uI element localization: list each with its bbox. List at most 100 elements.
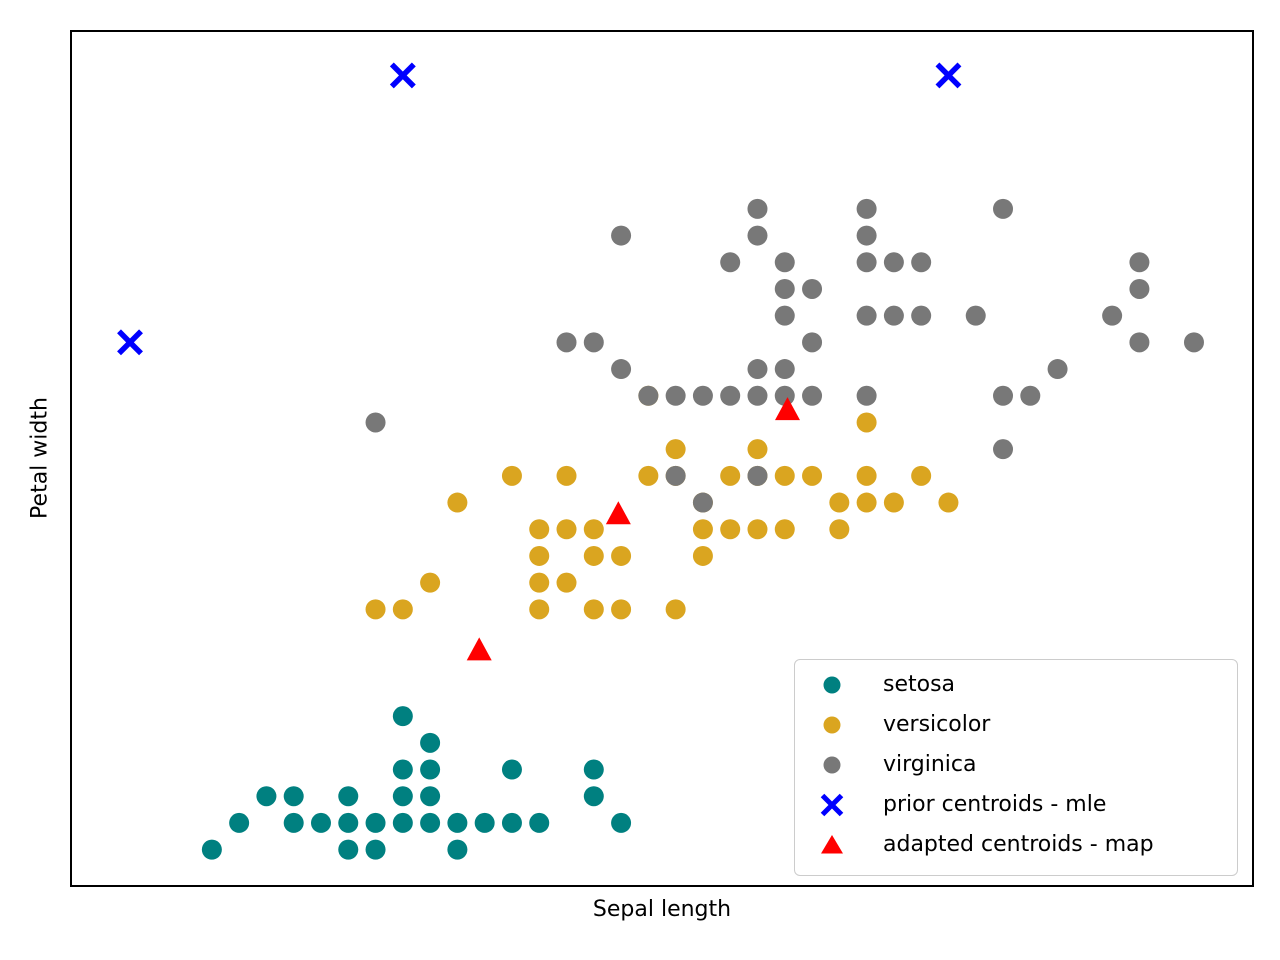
setosa-data-point — [611, 812, 632, 833]
setosa-data-point — [447, 812, 468, 833]
y-axis-label: Petal width — [27, 397, 53, 519]
setosa-data-point — [447, 839, 468, 860]
legend-item-virginica: virginica — [795, 745, 1237, 785]
versicolor-data-point — [583, 599, 604, 620]
virginica-data-point — [911, 252, 932, 273]
versicolor-data-point — [611, 599, 632, 620]
x-axis-label: Sepal length — [592, 897, 732, 922]
versicolor-data-point — [692, 545, 713, 566]
setosa-data-point — [338, 786, 359, 807]
legend-item-prior-centroids-mle: prior centroids - mle — [795, 785, 1237, 825]
setosa-data-point — [338, 812, 359, 833]
legend-marker — [820, 793, 844, 817]
legend-label: versicolor — [883, 712, 991, 737]
setosa-data-point — [201, 839, 222, 860]
legend-item-versicolor: versicolor — [795, 705, 1237, 745]
setosa-data-point — [529, 812, 550, 833]
virginica-data-point — [665, 465, 686, 486]
setosa-data-point — [420, 759, 441, 780]
versicolor-data-point — [556, 465, 577, 486]
legend: setosa versicolor virginica prior centroids… — [794, 659, 1238, 876]
versicolor-data-point — [802, 465, 823, 486]
virginica-data-point — [774, 252, 795, 273]
virginica-data-point — [856, 252, 877, 273]
legend-item-adapted-centroids-map: adapted centroids - map — [795, 825, 1237, 865]
versicolor-data-point — [829, 492, 850, 513]
virginica-data-point — [1102, 305, 1123, 326]
virginica-data-point — [692, 385, 713, 406]
adapted-centroid-marker — [774, 397, 800, 421]
versicolor-data-point — [883, 492, 904, 513]
virginica-data-point — [365, 412, 386, 433]
setosa-data-point — [229, 812, 250, 833]
legend-item-setosa: setosa — [795, 665, 1237, 705]
virginica-data-point — [556, 332, 577, 353]
adapted-centroid-marker — [605, 501, 631, 525]
virginica-data-point — [965, 305, 986, 326]
virginica-data-point — [1129, 278, 1150, 299]
versicolor-data-point — [774, 465, 795, 486]
versicolor-data-point — [638, 465, 659, 486]
virginica-data-point — [774, 385, 795, 406]
setosa-data-point — [583, 786, 604, 807]
setosa-data-point — [256, 786, 277, 807]
legend-label: setosa — [883, 672, 956, 697]
versicolor-data-point — [529, 599, 550, 620]
virginica-data-point — [720, 252, 741, 273]
setosa-data-point — [501, 759, 522, 780]
setosa-data-point — [365, 839, 386, 860]
virginica-data-point — [883, 305, 904, 326]
versicolor-data-point — [501, 465, 522, 486]
virginica-data-point — [774, 359, 795, 380]
legend-marker — [823, 756, 841, 774]
virginica-data-point — [747, 465, 768, 486]
versicolor-data-point — [747, 439, 768, 460]
virginica-data-point — [611, 225, 632, 246]
setosa-data-point — [310, 812, 331, 833]
versicolor-data-point — [829, 519, 850, 540]
virginica-data-point — [583, 332, 604, 353]
versicolor-data-point — [365, 599, 386, 620]
setosa-data-point — [501, 812, 522, 833]
versicolor-data-point — [665, 439, 686, 460]
setosa-data-point — [420, 812, 441, 833]
setosa-data-point — [392, 759, 413, 780]
versicolor-data-point — [665, 599, 686, 620]
virginica-data-point — [774, 278, 795, 299]
virginica-data-point — [665, 385, 686, 406]
virginica-data-point — [611, 359, 632, 380]
versicolor-data-point — [774, 519, 795, 540]
legend-marker — [823, 716, 841, 734]
virginica-data-point — [802, 332, 823, 353]
setosa-data-point — [583, 759, 604, 780]
virginica-data-point — [774, 305, 795, 326]
setosa-data-point — [365, 812, 386, 833]
virginica-data-point — [1129, 252, 1150, 273]
virginica-data-point — [993, 439, 1014, 460]
virginica-data-point — [1183, 332, 1204, 353]
versicolor-data-point — [720, 465, 741, 486]
versicolor-data-point — [720, 519, 741, 540]
versicolor-data-point — [392, 599, 413, 620]
setosa-data-point — [283, 786, 304, 807]
legend-label: virginica — [883, 752, 977, 777]
virginica-data-point — [802, 278, 823, 299]
prior-centroid-marker — [935, 62, 962, 89]
x-mark-icon — [820, 793, 844, 817]
virginica-data-point — [856, 225, 877, 246]
versicolor-data-point — [583, 545, 604, 566]
virginica-data-point — [993, 198, 1014, 219]
versicolor-data-point — [529, 572, 550, 593]
virginica-data-point — [747, 225, 768, 246]
versicolor-data-point — [856, 492, 877, 513]
virginica-data-point — [692, 492, 713, 513]
adapted-centroid-marker — [466, 637, 492, 661]
setosa-data-point — [420, 732, 441, 753]
setosa-data-point — [392, 812, 413, 833]
virginica-data-point — [883, 252, 904, 273]
virginica-data-point — [856, 385, 877, 406]
versicolor-data-point — [938, 492, 959, 513]
legend-label: prior centroids - mle — [883, 792, 1107, 817]
virginica-data-point — [747, 385, 768, 406]
setosa-data-point — [392, 786, 413, 807]
